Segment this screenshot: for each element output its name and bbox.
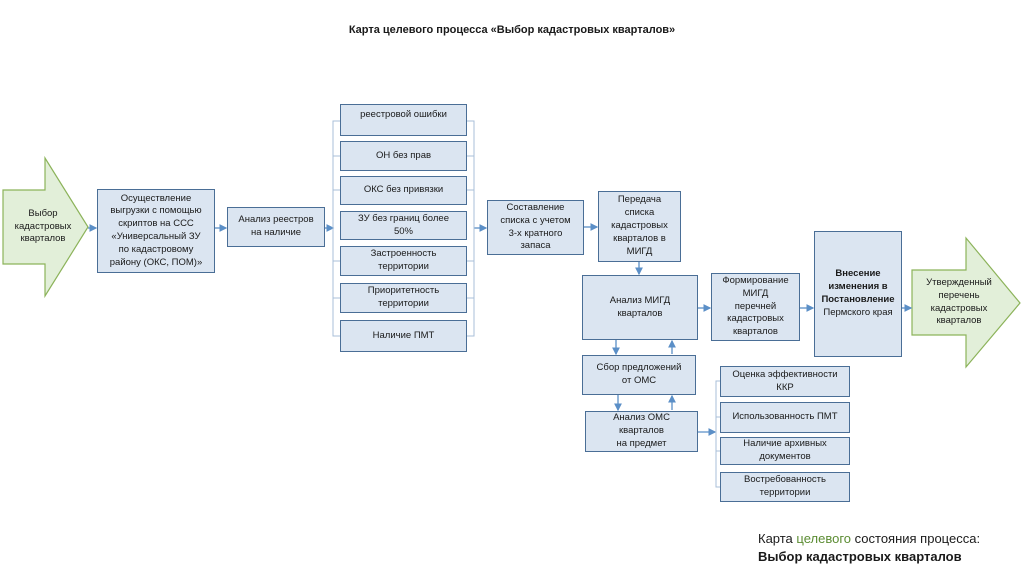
criteria-bracket-left <box>332 120 340 337</box>
criterion-pmt-usage: Использованность ПМТ <box>720 402 850 433</box>
amend-bold-line-2: изменения в <box>828 281 888 293</box>
amend-normal-line: Пермского края <box>823 306 893 318</box>
end-arrow-shape <box>911 236 1021 369</box>
criterion-zu-no-borders: ЗУ без границ более 50% <box>340 211 467 240</box>
criterion-kkr-efficiency: Оценка эффективности ККР <box>720 366 850 397</box>
step-collect-proposals: Сбор предложений от ОМС <box>582 355 696 395</box>
start-arrow-label: Выбор кадастровых кварталов <box>14 207 72 245</box>
amend-bold-line-3: Постановление <box>821 294 895 305</box>
caption-accent: целевого <box>796 531 852 546</box>
step-amend-resolution: Внесение изменения в Постановление Пермс… <box>814 231 902 357</box>
start-arrow-shape <box>2 155 89 299</box>
criterion-registry-error: реестровой ошибки <box>340 104 467 136</box>
step-compile-list: Составление списка с учетом 3-х кратного… <box>487 200 584 255</box>
step-export: Осуществление выгрузки с помощью скрипто… <box>97 189 215 273</box>
diagram-title: Карта целевого процесса «Выбор кадастров… <box>348 24 676 36</box>
criterion-on-no-rights: ОН без прав <box>340 141 467 171</box>
step-oms-analysis: Анализ ОМС кварталов на предмет <box>585 411 698 452</box>
caption-bold: Выбор кадастровых кварталов <box>758 549 962 565</box>
amend-bold-line-1: Внесение <box>835 268 881 280</box>
caption-prefix: Карта <box>758 531 793 546</box>
step-migd-analysis: Анализ МИГД кварталов <box>582 275 698 340</box>
step-registry-analysis: Анализ реестров на наличие <box>227 207 325 247</box>
step-transfer: Передача списка кадастровых кварталов в … <box>598 191 681 262</box>
criterion-built-up: Застроенность территории <box>340 246 467 276</box>
caption: Карта целевого состояния процесса: Выбор… <box>758 530 980 566</box>
oms-criteria-bracket <box>715 380 720 488</box>
caption-suffix: состояния процесса: <box>854 531 981 546</box>
end-arrow-label: Утвержденный перечень кадастровых кварта… <box>926 276 992 327</box>
criterion-oks-no-binding: ОКС без привязки <box>340 176 467 205</box>
step-form-lists: Формирование МИГД перечней кадастровых к… <box>711 273 800 341</box>
criterion-priority: Приоритетность территории <box>340 283 467 313</box>
criterion-demand: Востребованность территории <box>720 472 850 502</box>
criterion-archive-docs: Наличие архивных документов <box>720 437 850 465</box>
criterion-pmt: Наличие ПМТ <box>340 320 467 352</box>
criteria-bracket-right <box>467 120 475 337</box>
